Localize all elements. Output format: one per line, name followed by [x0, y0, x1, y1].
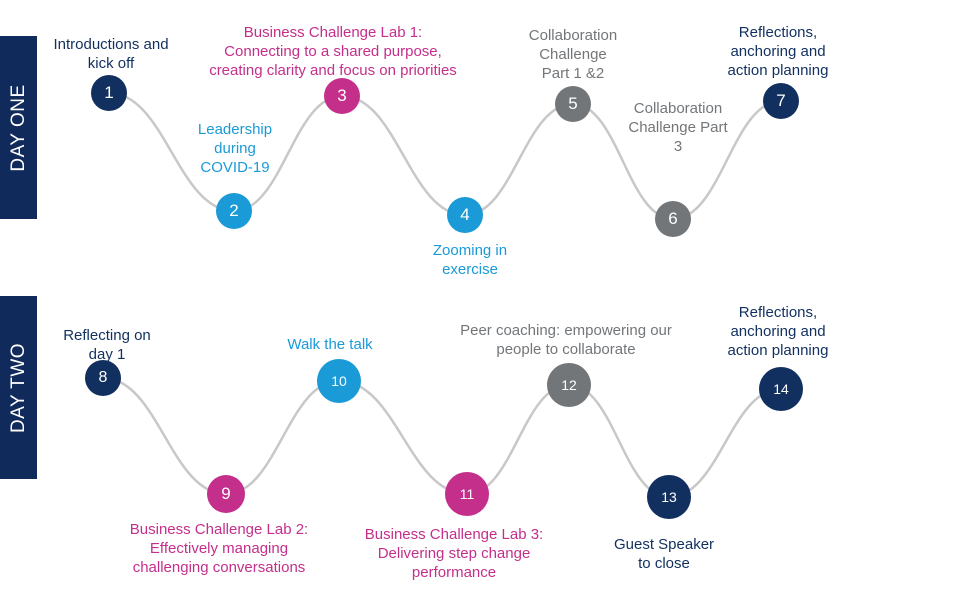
step-6-number: 6	[668, 209, 678, 228]
step-4-label: Zooming in exercise	[432, 242, 508, 278]
step-9-node: 9	[207, 475, 245, 513]
step-13-number: 13	[661, 489, 677, 505]
step-9-number: 9	[221, 484, 231, 503]
step-8-label: Reflecting on day 1	[63, 327, 151, 363]
step-14-node: 14	[759, 367, 803, 411]
step-2-number: 2	[229, 201, 239, 220]
step-7-number: 7	[776, 91, 786, 110]
step-4-node: 4	[447, 197, 483, 233]
step-5-label: Collaboration Challenge Part 1 &2	[528, 27, 618, 82]
step-1-label: Introductions and kick off	[53, 36, 169, 72]
step-13-node: 13	[647, 475, 691, 519]
day-two-tab: DAY TWO	[0, 296, 37, 479]
step-4-number: 4	[460, 205, 470, 224]
step-3-label: Business Challenge Lab 1: Connecting to …	[209, 24, 457, 79]
step-12-label: Peer coaching: empowering our people to …	[460, 322, 672, 358]
day-one-tab: DAY ONE	[0, 36, 37, 219]
step-2-node: 2	[216, 193, 252, 229]
step-3-number: 3	[337, 86, 347, 105]
step-13-label: Guest Speaker to close	[613, 536, 715, 572]
step-11-label: Business Challenge Lab 3: Delivering ste…	[364, 526, 544, 581]
step-5-node: 5	[555, 86, 591, 122]
step-2-label: Leadership during COVID-19	[197, 121, 273, 176]
step-12-number: 12	[561, 377, 577, 393]
step-1-node: 1	[91, 75, 127, 111]
step-5-number: 5	[568, 94, 578, 113]
step-7-label: Reflections, anchoring and action planni…	[727, 24, 829, 79]
step-8-node: 8	[85, 360, 121, 396]
step-10-node: 10	[317, 359, 361, 403]
step-14-number: 14	[773, 381, 789, 397]
step-6-node: 6	[655, 201, 691, 237]
step-1-number: 1	[104, 83, 114, 102]
step-12-node: 12	[547, 363, 591, 407]
step-6-label: Collaboration Challenge Part 3	[628, 100, 728, 155]
step-11-node: 11	[445, 472, 489, 516]
step-7-node: 7	[763, 83, 799, 119]
step-14-label: Reflections, anchoring and action planni…	[727, 304, 829, 359]
step-3-node: 3	[324, 78, 360, 114]
step-10-label: Walk the talk	[287, 336, 373, 353]
step-9-label: Business Challenge Lab 2: Effectively ma…	[129, 521, 309, 576]
step-10-number: 10	[331, 373, 347, 389]
step-11-number: 11	[459, 486, 475, 502]
step-8-number: 8	[98, 369, 108, 386]
